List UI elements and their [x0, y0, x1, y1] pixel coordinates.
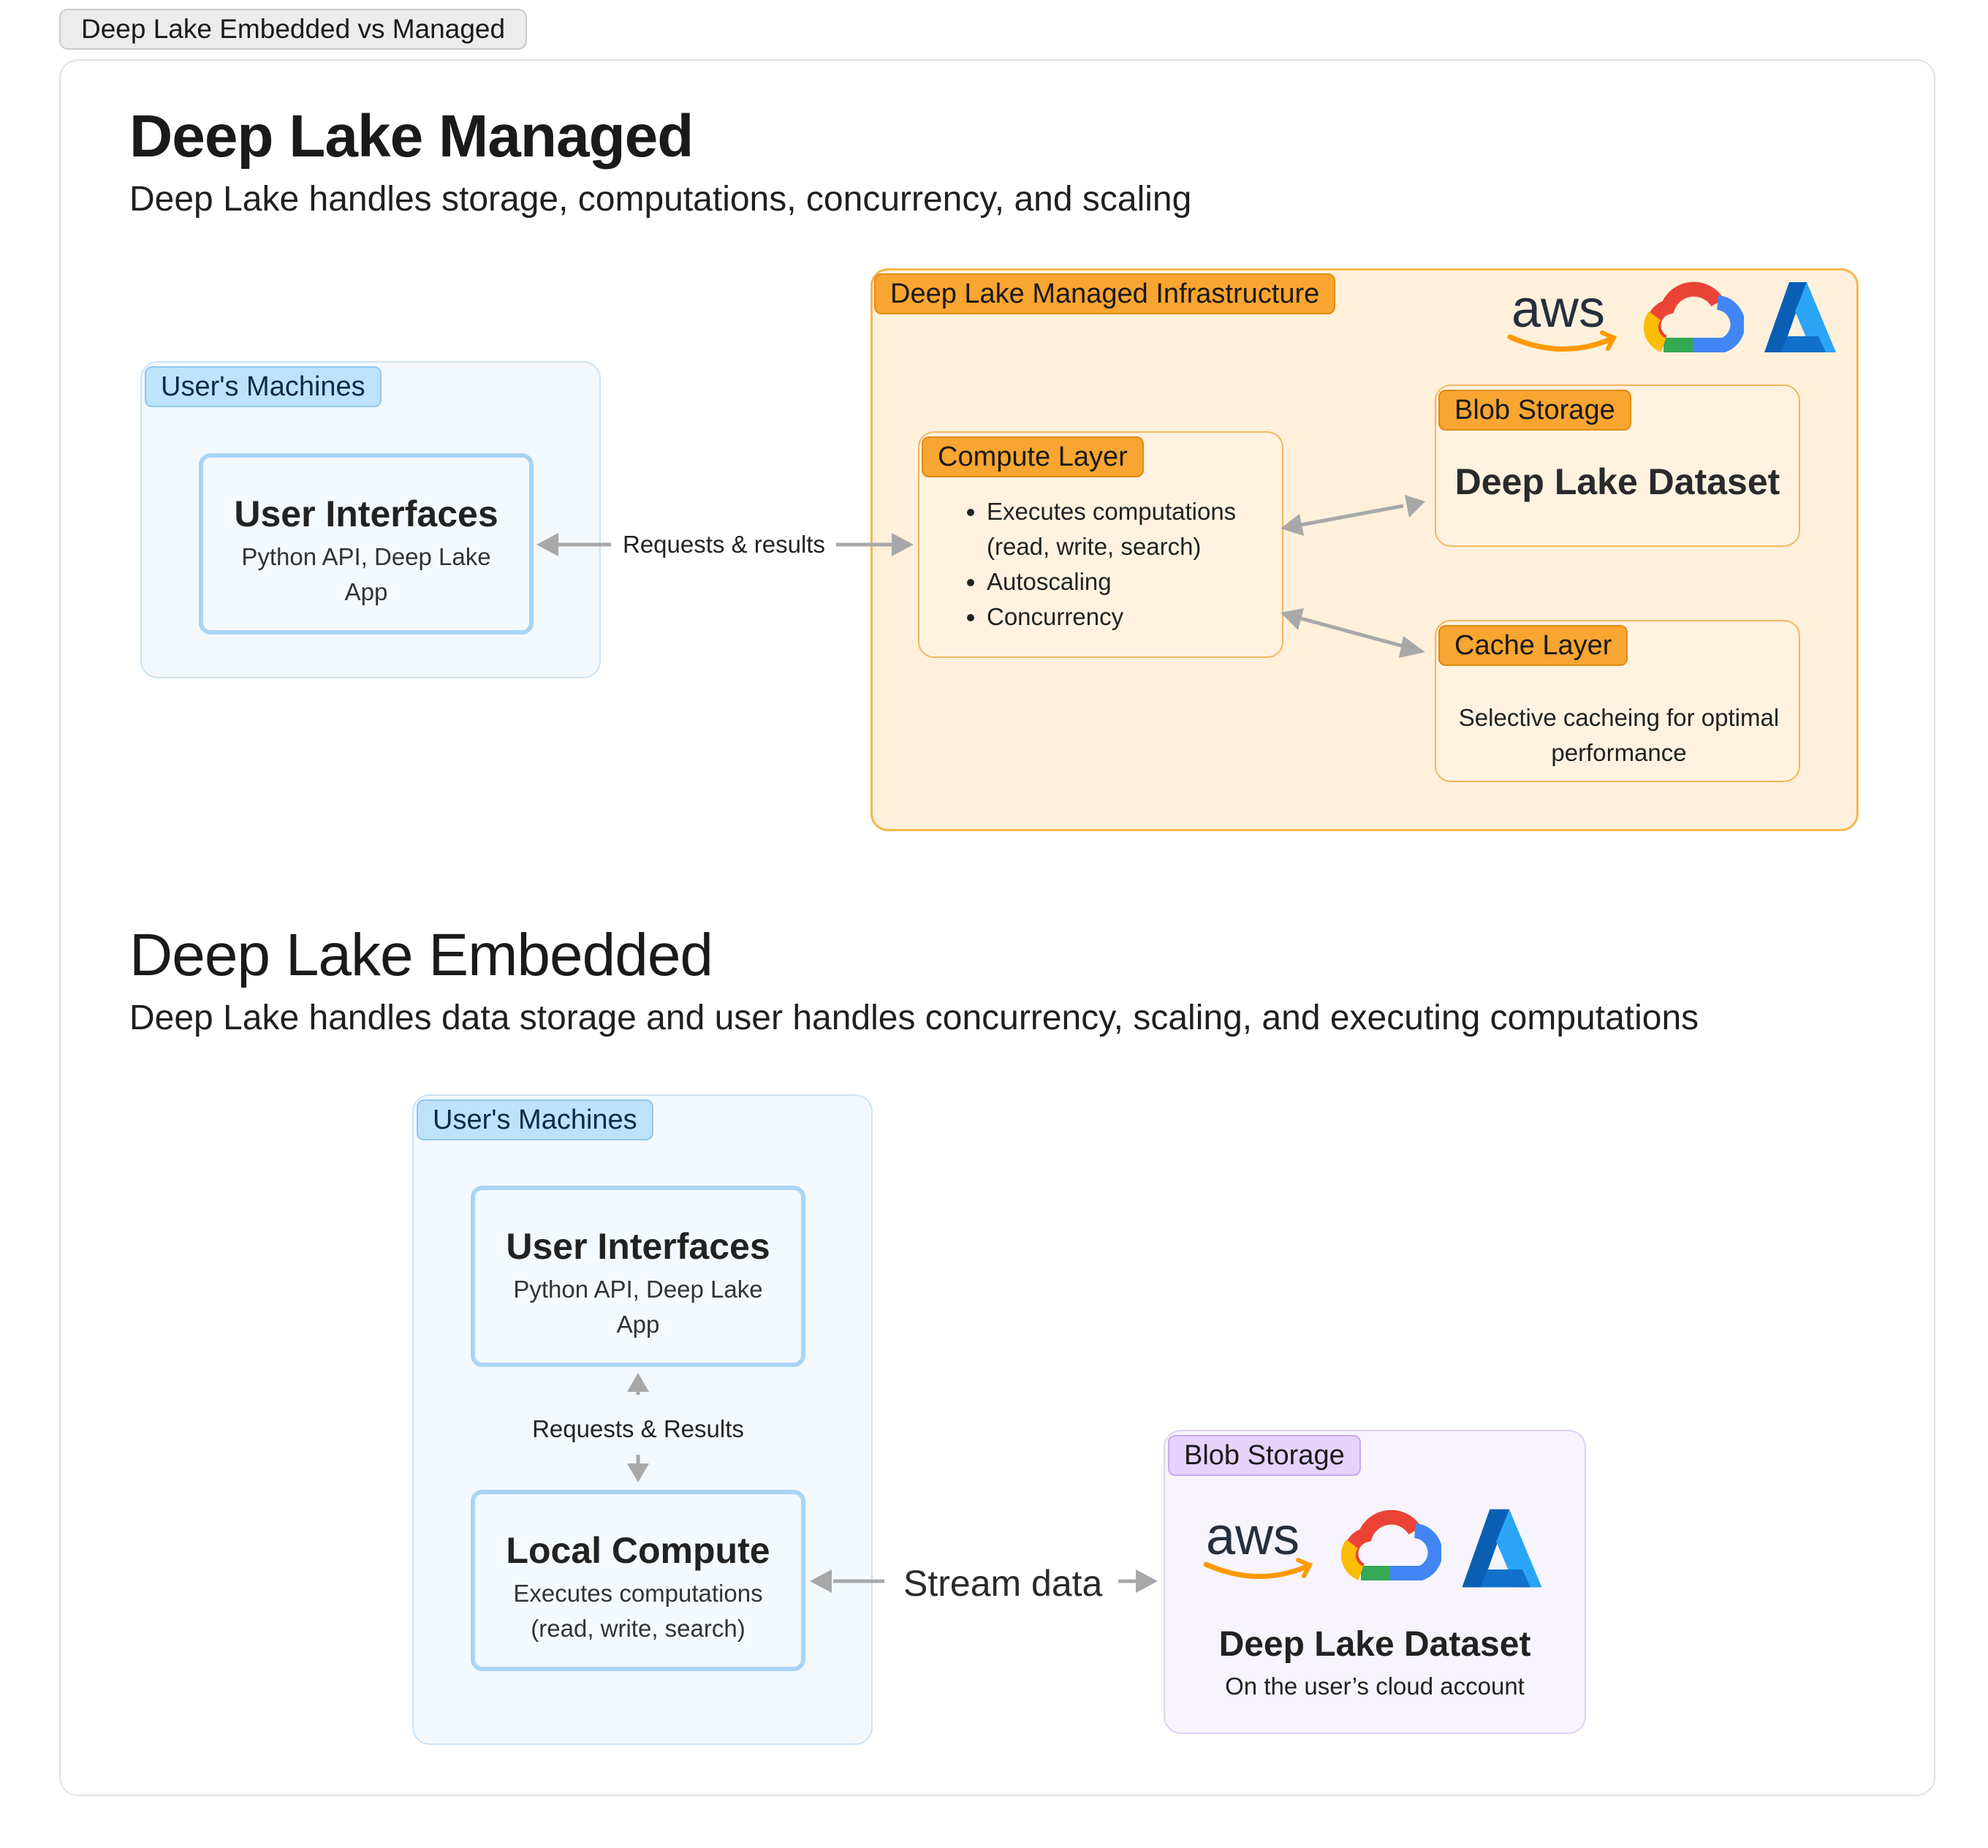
azure-logo	[1459, 1506, 1545, 1591]
managed-user-interfaces-subtitle: Python API, Deep Lake App	[241, 543, 491, 605]
embedded-users-machines-tag: User's Machines	[417, 1099, 653, 1140]
managed-infrastructure-tag: Deep Lake Managed Infrastructure	[874, 273, 1336, 314]
embedded-blob-dataset-title: Deep Lake Dataset	[1218, 1625, 1531, 1664]
google-cloud-logo	[1339, 1506, 1443, 1588]
managed-title: Deep Lake Managed	[129, 103, 694, 170]
google-cloud-logo	[1642, 278, 1745, 360]
aws-logo: aws	[1506, 280, 1620, 362]
local-compute-subtitle: Executes computations (read, write, sear…	[513, 1580, 763, 1642]
embedded-blob-storage-tag: Blob Storage	[1168, 1435, 1361, 1476]
compute-bullet-1: Executes computations (read, write, sear…	[987, 494, 1270, 564]
embedded-blob-dataset-subtitle: On the user’s cloud account	[1225, 1673, 1525, 1700]
embedded-user-interfaces-subtitle: Python API, Deep Lake App	[513, 1276, 763, 1338]
embedded-user-interfaces-title: User Interfaces	[506, 1226, 770, 1267]
managed-request-arrow	[536, 533, 914, 556]
local-compute-box: Local Compute Executes computations (rea…	[471, 1490, 805, 1671]
compute-cache-arrow	[1281, 608, 1425, 658]
stream-data-label: Stream data	[903, 1563, 1103, 1604]
managed-subtitle: Deep Lake handles storage, computations,…	[129, 180, 1192, 219]
managed-requests-label: Requests & results	[623, 531, 825, 558]
managed-blob-dataset-title: Deep Lake Dataset	[1454, 461, 1780, 502]
cache-layer-tag: Cache Layer	[1438, 625, 1628, 666]
compute-layer-tag: Compute Layer	[922, 436, 1144, 477]
svg-text:aws: aws	[1206, 1509, 1300, 1566]
managed-blob-dataset-wrap: Deep Lake Dataset	[1435, 461, 1800, 512]
compute-bullet-2: Autoscaling	[987, 564, 1270, 599]
managed-user-interfaces-box: User Interfaces Python API, Deep Lake Ap…	[199, 453, 534, 635]
cache-layer-text: Selective cacheing for optimal performan…	[1458, 704, 1780, 766]
embedded-requests-label: Requests & Results	[532, 1415, 744, 1442]
managed-user-interfaces-title: User Interfaces	[234, 493, 498, 534]
embedded-subtitle: Deep Lake handles data storage and user …	[129, 999, 1699, 1037]
managed-users-machines-tag: User's Machines	[145, 366, 382, 407]
compute-blob-arrow	[1281, 495, 1425, 536]
stream-data-arrow	[810, 1569, 1158, 1593]
azure-logo	[1761, 279, 1839, 355]
aws-logo: aws	[1202, 1507, 1316, 1589]
managed-blob-storage-tag: Blob Storage	[1438, 390, 1631, 431]
svg-text:aws: aws	[1511, 281, 1605, 338]
compute-layer-bullets: Executes computations (read, write, sear…	[956, 494, 1270, 635]
local-compute-title: Local Compute	[506, 1530, 770, 1571]
frame-title-tab: Deep Lake Embedded vs Managed	[59, 9, 528, 50]
embedded-title: Deep Lake Embedded	[129, 922, 713, 988]
embedded-user-interfaces-box: User Interfaces Python API, Deep Lake Ap…	[471, 1186, 805, 1367]
embedded-request-arrow	[627, 1373, 649, 1482]
compute-bullet-3: Concurrency	[987, 599, 1270, 635]
